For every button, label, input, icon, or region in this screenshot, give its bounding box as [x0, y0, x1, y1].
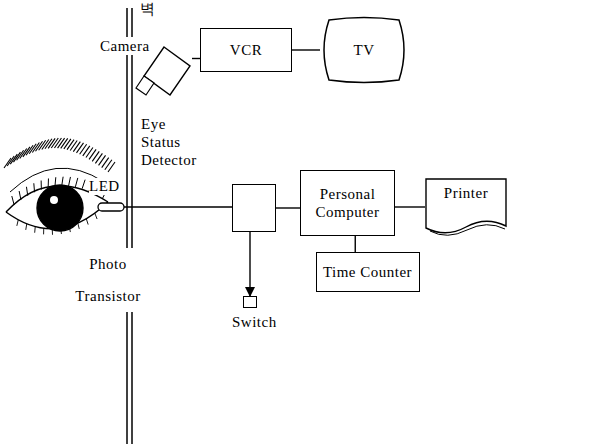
upper-lash	[82, 180, 85, 189]
detector-box: Eye Status Detector	[232, 184, 276, 232]
lower-lash	[43, 228, 44, 234]
eyebrow-stroke	[58, 138, 65, 148]
wall-label: 벽	[140, 0, 156, 19]
lower-lash	[17, 220, 18, 226]
eyebrow-stroke	[4, 158, 11, 168]
camera-symbol: Camera	[140, 45, 192, 100]
eyebrow-stroke	[61, 138, 68, 148]
lower-lash	[60, 228, 62, 234]
eyebrow-stroke	[76, 143, 83, 153]
connector	[276, 207, 300, 208]
node-content: Time Counter	[317, 253, 419, 291]
part-label: Photo Transistor	[58, 248, 158, 312]
wall-line	[126, 8, 128, 444]
node-label: Personal Computer	[311, 185, 384, 221]
upper-lash	[69, 177, 71, 186]
node-label: Printer	[444, 184, 488, 202]
node-content: Printer	[425, 178, 507, 236]
lower-lash	[52, 229, 53, 235]
node-label: VCR	[230, 41, 262, 59]
node-label: Eye Status Detector	[141, 115, 207, 169]
node-content: VCR	[201, 29, 291, 71]
lower-lash	[86, 219, 88, 225]
upper-lash	[12, 196, 14, 205]
computer-box: Personal Computer	[300, 170, 395, 236]
counter-box: Time Counter	[316, 252, 420, 292]
connector	[355, 236, 356, 252]
connector	[395, 206, 425, 207]
camera-lens	[136, 76, 154, 95]
eyebrow-stroke	[54, 138, 61, 148]
part-label: LED	[89, 178, 120, 195]
connector	[249, 232, 250, 296]
upper-lash	[48, 178, 49, 187]
upper-lash	[19, 191, 21, 200]
probe-wire	[124, 206, 232, 207]
upper-lash	[33, 183, 35, 192]
switch-box: Switch	[243, 296, 257, 308]
paper-edge	[430, 225, 505, 236]
node-content: TV	[320, 18, 408, 82]
printer-paper	[426, 179, 506, 233]
iris	[37, 185, 83, 231]
eyebrow-stroke	[73, 142, 80, 152]
device-box: VCR	[200, 28, 292, 72]
node-label: Camera	[100, 37, 150, 55]
connector	[292, 49, 320, 50]
node-heading: Camera	[100, 37, 150, 55]
connector	[192, 58, 200, 59]
lower-lash	[78, 223, 80, 229]
node-heading: Eye Status Detector	[141, 115, 207, 169]
eyebrow-stroke	[70, 141, 77, 151]
node-heading: Switch	[232, 313, 277, 331]
upper-lash	[26, 187, 27, 196]
probe-body	[98, 203, 124, 211]
lower-lash	[95, 213, 97, 219]
lower-lash	[25, 224, 27, 230]
lower-lash	[69, 226, 70, 232]
tv-screen	[324, 18, 404, 83]
upper-lash	[41, 181, 42, 190]
upper-lash	[75, 178, 77, 187]
printer-symbol: Printer	[425, 178, 507, 236]
eyebrow-stroke	[64, 139, 71, 149]
node-content: Personal Computer	[301, 171, 394, 235]
eye-highlight	[50, 196, 58, 204]
node-label: Switch	[232, 313, 277, 331]
tv-symbol: TV	[320, 18, 408, 82]
eyebrow-stroke	[67, 140, 74, 150]
node-label: TV	[354, 41, 375, 59]
upper-lash	[62, 177, 63, 186]
node-label: Time Counter	[323, 263, 412, 281]
eyebrow-stroke	[108, 162, 115, 172]
wall-line	[131, 8, 133, 444]
upper-lash	[54, 177, 56, 186]
lower-lash	[34, 227, 36, 233]
